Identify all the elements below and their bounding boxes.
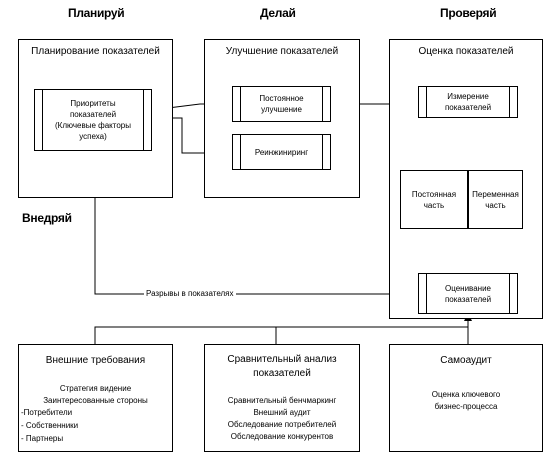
gaps-label: Разрывы в показателях xyxy=(144,289,236,298)
continuous-improvement-node: Постоянное улучшение xyxy=(232,86,331,122)
plan-box-title: Планирование показателей xyxy=(31,46,160,57)
arrow-gaps-to-priorities xyxy=(91,150,418,295)
selfaudit-box: Самоаудит Оценка ключевого бизнес-процес… xyxy=(389,344,543,452)
variable-part-node: Переменная часть xyxy=(468,170,523,229)
external-item: - Собственники xyxy=(21,421,79,430)
external-item: -Потребители xyxy=(21,408,73,417)
check-box-title: Оценка показателей xyxy=(418,46,514,57)
selfaudit-item: Оценка ключевого бизнес-процесса xyxy=(431,390,501,411)
external-item: Заинтересованные стороны xyxy=(43,396,148,405)
header-do: Делай xyxy=(260,6,296,20)
reengineering-node: Реинжиниринг xyxy=(232,134,331,170)
external-item: Стратегия видение xyxy=(59,384,132,393)
measurement-node: Измерение показателей xyxy=(418,86,518,118)
benchmark-box: Сравнительный анализ показателей Сравнит… xyxy=(204,344,360,452)
benchmark-item: Обследование потребителей xyxy=(227,420,337,429)
arrow-inputs-to-evaluation xyxy=(94,313,472,344)
benchmark-item: Обследование конкурентов xyxy=(230,432,334,441)
external-requirements-box: Внешние требования Стратегия видение Заи… xyxy=(18,344,173,452)
benchmark-title: Сравнительный анализ показателей xyxy=(227,354,337,379)
benchmark-item: Внешний аудит xyxy=(253,408,311,417)
external-requirements-title: Внешние требования xyxy=(45,355,146,366)
header-plan: Планируй xyxy=(68,6,125,20)
evaluation-node: Оценивание показателей xyxy=(418,273,518,314)
priorities-node: Приоритеты показателей (Ключевые факторы… xyxy=(34,89,152,151)
selfaudit-title: Самоаудит xyxy=(440,355,492,366)
header-act: Внедряй xyxy=(22,211,72,225)
external-item: - Партнеры xyxy=(21,434,64,443)
header-check: Проверяй xyxy=(440,6,497,20)
do-box-title: Улучшение показателей xyxy=(225,46,339,57)
benchmark-item: Сравнительный бенчмаркинг xyxy=(227,396,337,405)
constant-part-node: Постоянная часть xyxy=(400,170,468,229)
